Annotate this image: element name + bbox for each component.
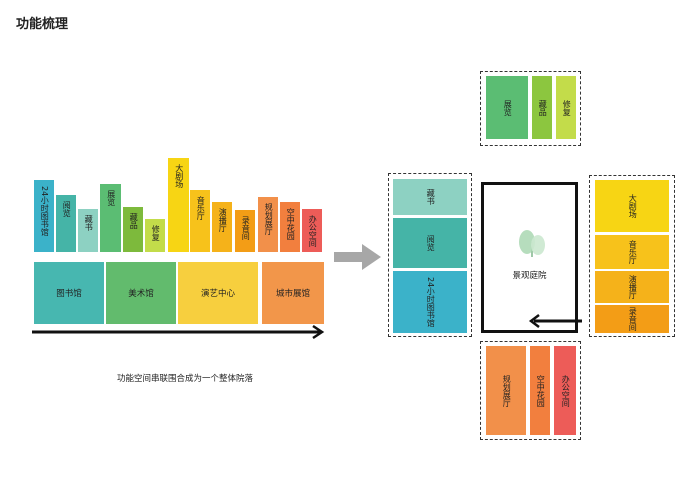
room-label: 24小时图书馆	[426, 276, 436, 328]
room-label: 规划展厅	[502, 374, 512, 407]
function-bar: 音乐厅	[190, 190, 210, 252]
room-label: 音乐厅	[628, 240, 638, 264]
room-block: 办公空间	[554, 346, 576, 435]
room-label: 修复	[562, 99, 572, 116]
room-label: 阅览	[426, 235, 436, 251]
hall-label: 美术馆	[128, 289, 154, 299]
function-bar-label: 规划展厅	[264, 203, 274, 235]
function-bar-label: 办公空间	[308, 215, 318, 247]
function-bar-label: 藏书	[84, 215, 94, 231]
hall-label: 演艺中心	[200, 289, 235, 299]
function-bar-label: 大剧场	[174, 164, 184, 188]
room-block: 阅览	[393, 218, 467, 268]
function-bar-label: 录音间	[241, 216, 251, 240]
page-title: 功能梳理	[16, 17, 69, 32]
function-bar-label: 空中花园	[286, 208, 296, 240]
room-block: 录音间	[595, 305, 669, 333]
function-bar: 阅览	[56, 195, 76, 252]
room-block: 大剧场	[595, 180, 669, 232]
room-block: 音乐厅	[595, 235, 669, 269]
group-bottom	[480, 341, 581, 440]
room-label: 演播厅	[628, 275, 638, 299]
room-block: 演播厅	[595, 271, 669, 303]
function-bar: 藏书	[78, 209, 98, 252]
function-bar: 演播厅	[212, 202, 232, 252]
function-bar-label: 24小时图书馆	[40, 186, 50, 237]
courtyard-frame	[481, 182, 578, 333]
function-bar-label: 展览	[106, 190, 116, 206]
function-bar: 空中花园	[280, 202, 300, 252]
function-bar: 录音间	[235, 210, 255, 252]
function-bar: 修复	[145, 219, 165, 252]
room-block: 藏品	[532, 76, 552, 139]
room-block: 修复	[556, 76, 576, 139]
function-bar: 规划展厅	[258, 197, 278, 252]
function-bar: 大剧场	[168, 158, 189, 252]
room-label: 空中花园	[536, 374, 546, 407]
courtyard-label: 景观庭院	[512, 271, 547, 281]
room-label: 录音间	[628, 307, 638, 331]
room-block: 藏书	[393, 179, 467, 215]
room-block: 规划展厅	[486, 346, 526, 435]
function-bar-label: 修复	[151, 225, 161, 241]
function-bar-label: 音乐厅	[196, 196, 206, 220]
function-bar: 24小时图书馆	[34, 180, 54, 252]
function-bar: 藏品	[123, 207, 143, 252]
tree-icon	[519, 230, 545, 257]
transition-arrow-icon	[334, 244, 381, 270]
hall-block: 演艺中心	[178, 262, 258, 324]
room-block: 空中花园	[530, 346, 550, 435]
function-bar-label: 演播厅	[218, 208, 228, 232]
room-label: 藏品	[538, 99, 548, 116]
hall-label: 图书馆	[56, 289, 82, 299]
room-label: 展览	[503, 99, 513, 116]
room-label: 办公空间	[561, 374, 571, 407]
courtyard-arrow	[528, 314, 582, 328]
timeline-arrow	[32, 324, 325, 340]
hall-block: 图书馆	[34, 262, 104, 324]
function-bar-label: 阅览	[62, 201, 72, 217]
group-right	[589, 175, 675, 337]
room-label: 藏书	[426, 189, 436, 205]
hall-block: 城市展馆	[262, 262, 324, 324]
diagram-caption: 功能空间串联围合成为一个整体院落	[116, 374, 253, 384]
group-top	[480, 71, 581, 146]
room-block: 24小时图书馆	[393, 271, 467, 333]
hall-block: 美术馆	[106, 262, 176, 324]
hall-label: 城市展馆	[275, 289, 310, 299]
function-bar: 展览	[100, 184, 121, 252]
function-bar: 办公空间	[302, 209, 322, 252]
group-left	[388, 173, 472, 337]
function-bar-label: 藏品	[129, 213, 139, 229]
room-label: 大剧场	[628, 194, 638, 218]
room-block: 展览	[486, 76, 528, 139]
